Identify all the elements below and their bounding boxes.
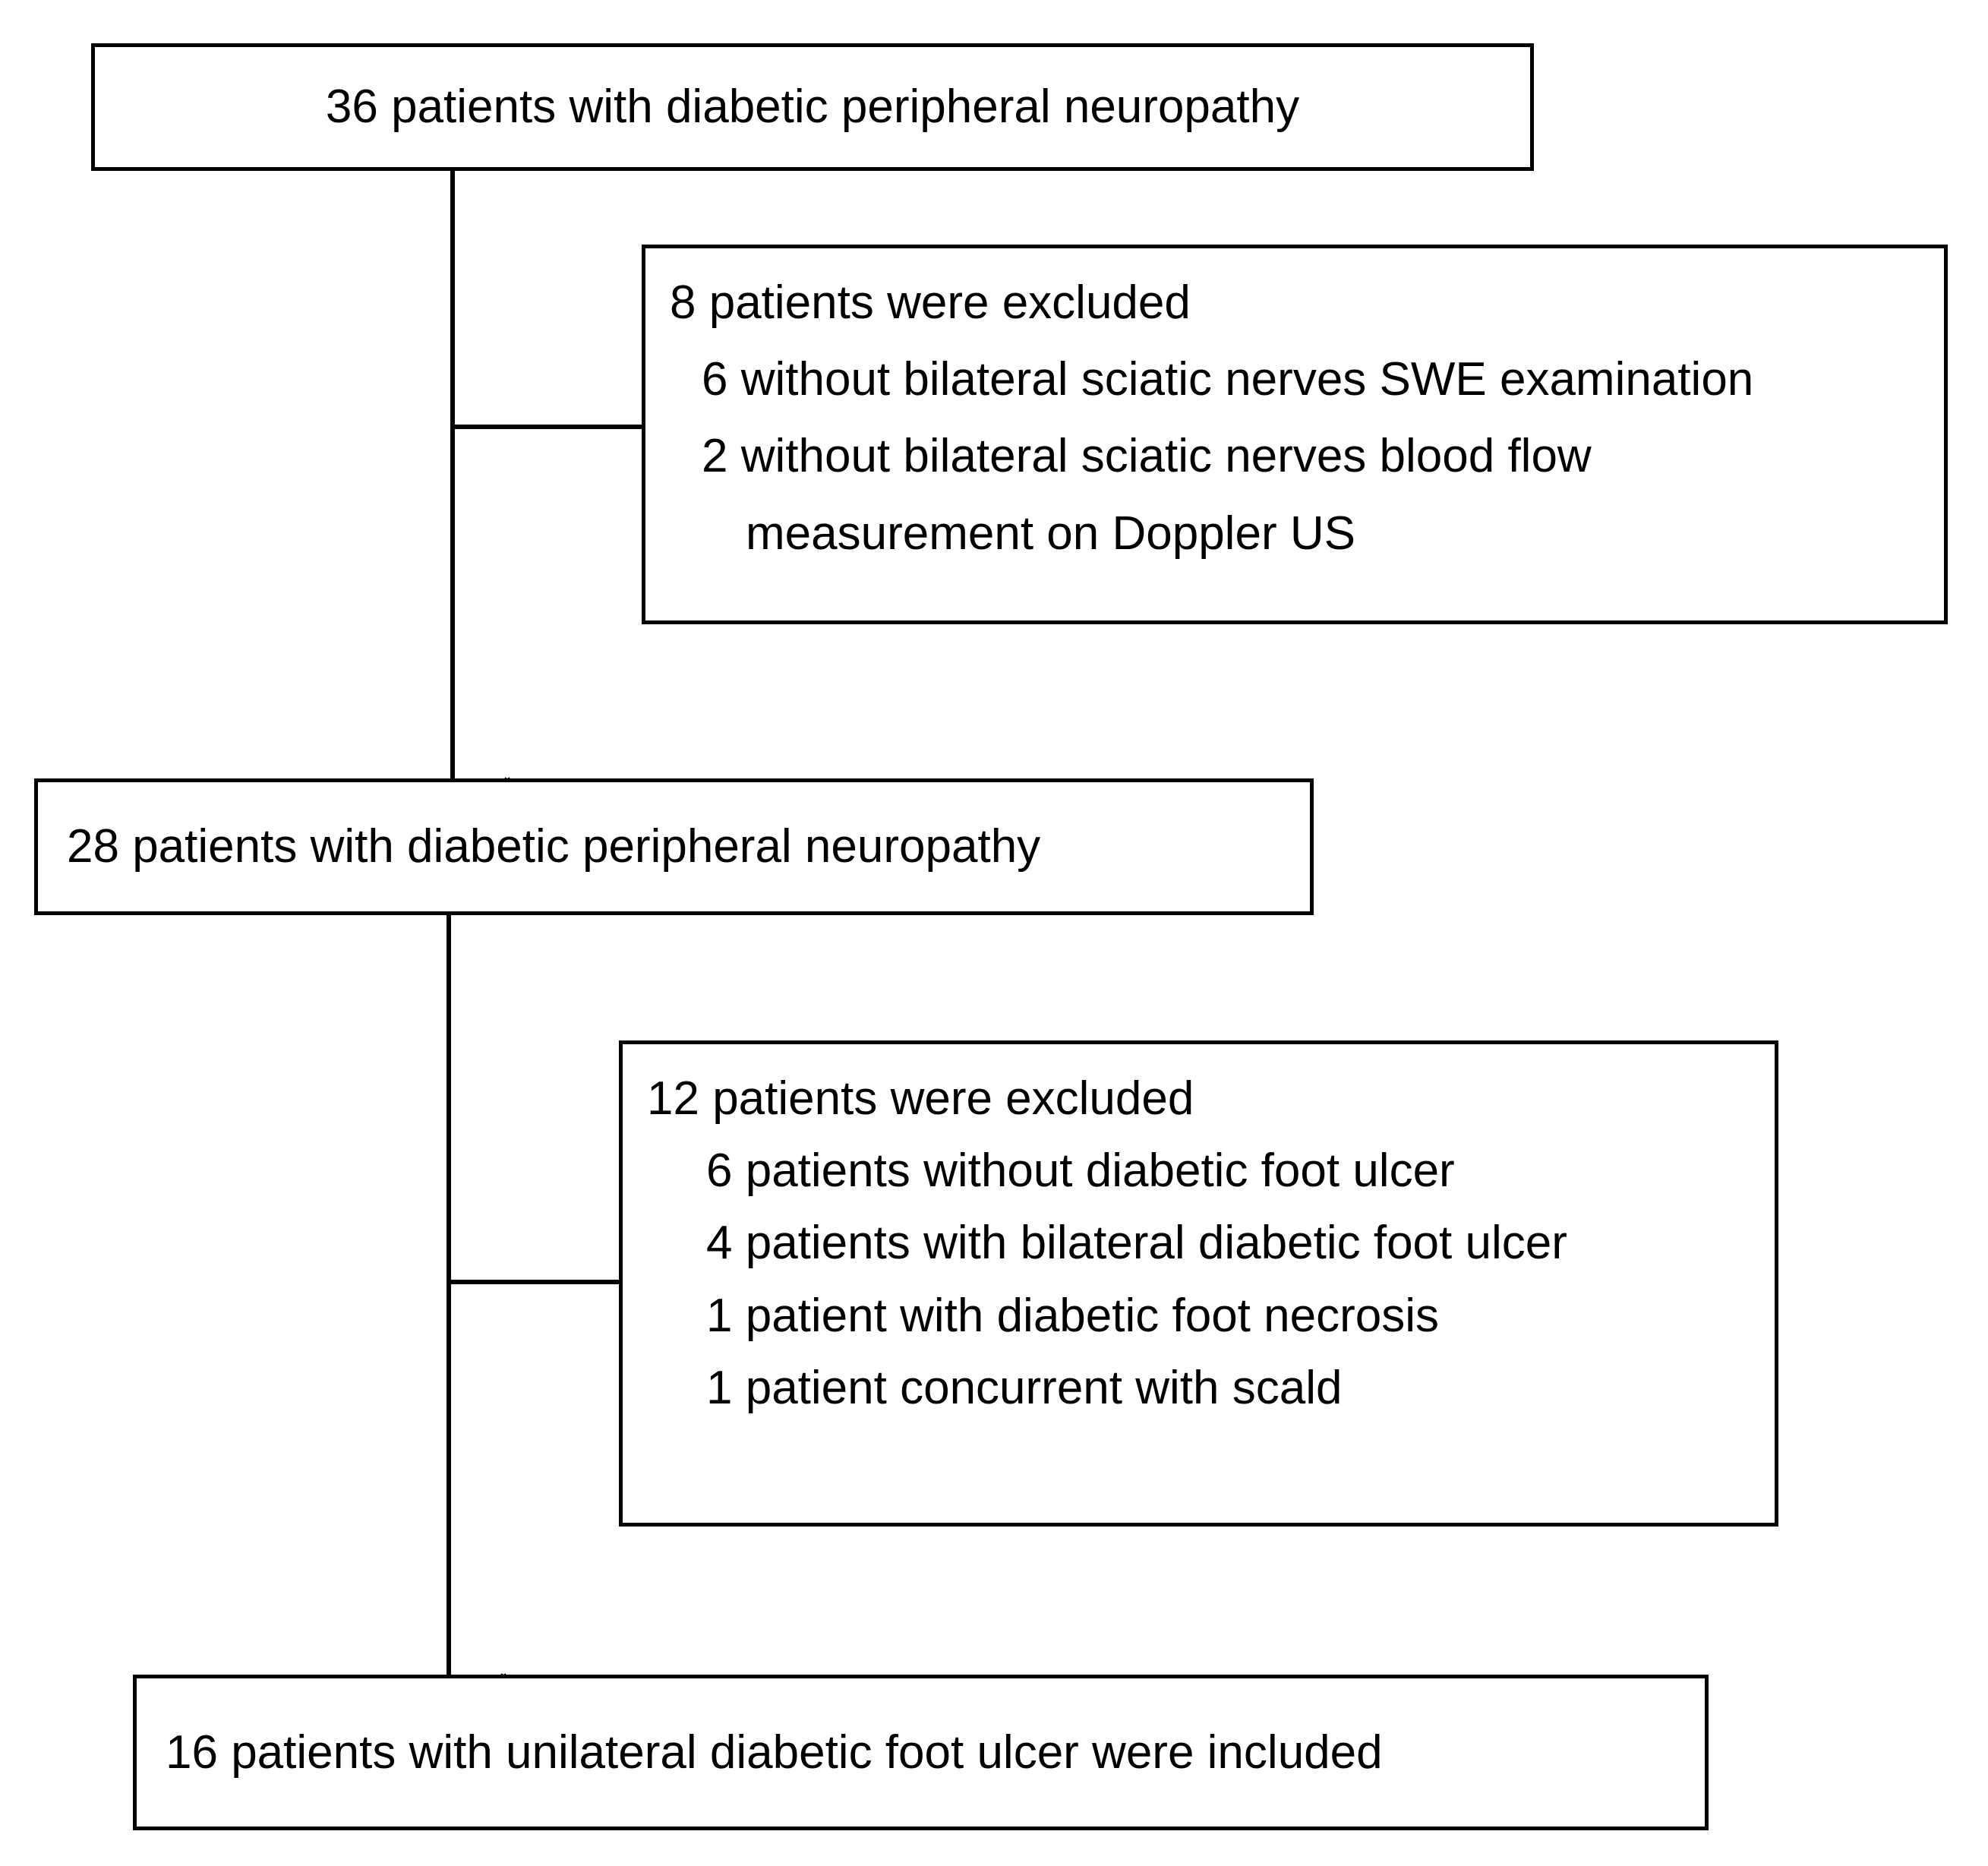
excluded-first-line-3: 2 without bilateral sciatic nerves blood…	[702, 430, 1592, 483]
excluded-first-line-2: 6 without bilateral sciatic nerves SWE e…	[702, 353, 1754, 406]
node-remaining-line-1: 28 patients with diabetic peripheral neu…	[67, 820, 1041, 873]
node-included: 16 patients with unilateral diabetic foo…	[133, 1675, 1709, 1830]
excluded-second-line-4: 1 patient with diabetic foot necrosis	[706, 1289, 1439, 1342]
excluded-second-line-3: 4 patients with bilateral diabetic foot …	[706, 1217, 1567, 1270]
node-included-line-1: 16 patients with unilateral diabetic foo…	[166, 1725, 1383, 1779]
node-excluded-first: 8 patients were excluded 6 without bilat…	[642, 245, 1948, 624]
connector-enrolled-to-remaining	[450, 171, 455, 778]
node-enrolled: 36 patients with diabetic peripheral neu…	[91, 43, 1534, 171]
excluded-first-line-4: measurement on Doppler US	[746, 507, 1355, 560]
node-excluded-second: 12 patients were excluded 6 patients wit…	[619, 1040, 1778, 1527]
connector-enrolled-to-excluded-first	[453, 425, 644, 429]
excluded-second-line-1: 12 patients were excluded	[647, 1072, 1194, 1125]
connector-remaining-to-excluded-second	[450, 1280, 620, 1284]
node-remaining: 28 patients with diabetic peripheral neu…	[34, 778, 1314, 915]
node-enrolled-line-1: 36 patients with diabetic peripheral neu…	[325, 81, 1300, 134]
excluded-second-line-5: 1 patient concurrent with scald	[706, 1361, 1343, 1414]
connector-remaining-to-included	[447, 915, 451, 1675]
excluded-second-line-2: 6 patients without diabetic foot ulcer	[706, 1145, 1455, 1198]
excluded-first-line-1: 8 patients were excluded	[670, 276, 1191, 329]
